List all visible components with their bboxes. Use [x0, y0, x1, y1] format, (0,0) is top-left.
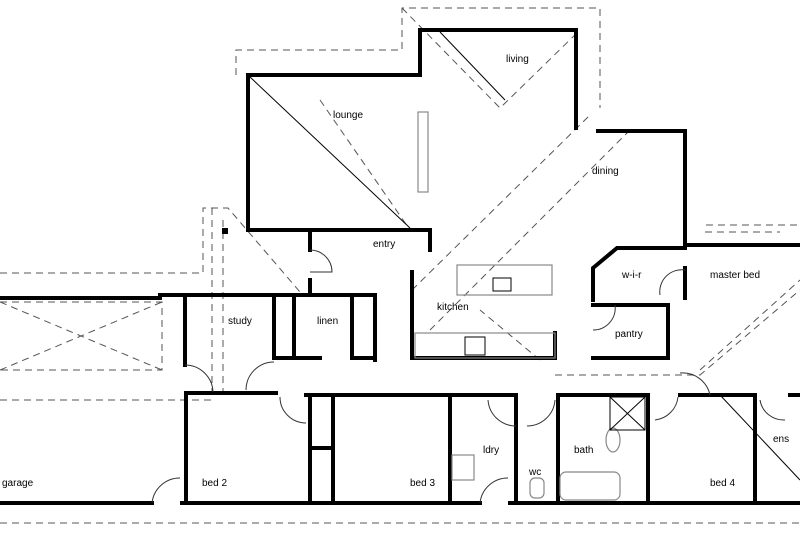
label-dining: dining [592, 166, 619, 177]
basin [605, 427, 621, 453]
living-ceiling-line [439, 31, 506, 101]
label-linen: linen [317, 316, 338, 327]
label-wc: wc [528, 467, 541, 478]
sink-icon [492, 277, 512, 292]
label-garage: garage [2, 478, 34, 489]
lounge-ceiling-line [249, 76, 411, 229]
room-labels: living lounge dining entry w-i-r master … [2, 54, 789, 489]
bathtub [559, 471, 621, 501]
label-wir: w-i-r [621, 270, 642, 281]
label-bath: bath [574, 445, 593, 456]
ens-ceiling-line [719, 394, 800, 481]
doors [151, 249, 786, 504]
label-lounge: lounge [333, 110, 363, 121]
walls [0, 28, 800, 505]
fireplace [417, 111, 429, 193]
label-bed-3: bed 3 [410, 478, 435, 489]
label-living: living [506, 54, 529, 65]
label-study: study [228, 316, 252, 327]
laundry-tub [451, 454, 475, 481]
label-master-bed: master bed [710, 270, 760, 281]
label-ldry: ldry [483, 445, 499, 456]
label-bed-4: bed 4 [710, 478, 735, 489]
label-pantry: pantry [615, 329, 643, 340]
label-kitchen: kitchen [437, 302, 469, 313]
label-ens: ens [773, 434, 789, 445]
roof-outline [0, 7, 800, 524]
cooktop-icon [464, 336, 486, 356]
kitchen-island [456, 264, 553, 296]
toilet-icon [529, 477, 545, 499]
label-bed-2: bed 2 [202, 478, 227, 489]
fixtures [414, 111, 646, 501]
label-entry: entry [373, 239, 395, 250]
